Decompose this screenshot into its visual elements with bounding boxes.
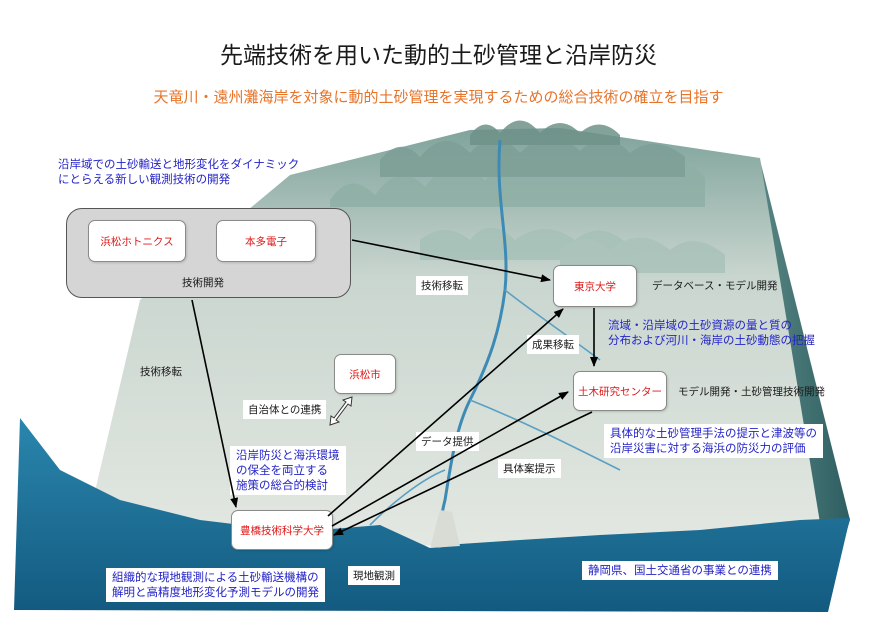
org-tokyo-university: 東京大学 (553, 265, 637, 307)
note-observation-tech: 沿岸域での土砂輸送と地形変化をダイナミック にとらえる新しい観測技術の開発 (58, 157, 300, 186)
org-hamamatsu-photonics: 浜松ホトニクス (88, 220, 186, 262)
note-shizuoka-cooperation: 静岡県、国土交通省の事業との連携 (582, 561, 778, 580)
label-tech-dev: 技術開発 (182, 277, 224, 289)
org-pwri-center: 土木研究センター (573, 371, 667, 411)
label-data-provision: データ提供 (416, 432, 479, 451)
note-sediment-distribution: 流域・沿岸域の土砂資源の量と質の 分布および河川・海岸の土砂動態の把握 (608, 318, 815, 347)
label-proposal: 具体案提示 (498, 459, 561, 478)
org-hamamatsu-city: 浜松市 (334, 354, 396, 394)
label-tech-transfer-upper: 技術移転 (416, 276, 468, 295)
note-tsunami-evaluation: 具体的な土砂管理手法の提示と津波等の 沿岸災害に対する海浜の防災力の評価 (604, 424, 823, 458)
note-coastal-policy: 沿岸防災と海浜環境 の保全を両立する 施策の総合的検討 (230, 446, 346, 495)
page-title: 先端技術を用いた動的土砂管理と沿岸防災 (220, 43, 657, 69)
label-results-transfer: 成果移転 (527, 335, 579, 354)
label-model-dev: モデル開発・土砂管理技術開発 (678, 386, 825, 398)
org-honda-denshi: 本多電子 (216, 220, 316, 262)
note-transport-mechanism: 組織的な現地観測による土砂輸送機構の 解明と高精度地形変化予測モデルの開発 (106, 568, 325, 602)
page-subtitle: 天竜川・遠州灘海岸を対象に動的土砂管理を実現するための総合技術の確立を目指す (153, 88, 724, 106)
label-field-observation: 現地観測 (348, 566, 400, 585)
label-database-model: データベース・モデル開発 (652, 280, 778, 292)
label-tech-transfer-left: 技術移転 (140, 366, 182, 378)
label-local-gov: 自治体との連携 (243, 400, 327, 419)
org-toyohashi-tech: 豊橋技術科学大学 (231, 510, 333, 550)
